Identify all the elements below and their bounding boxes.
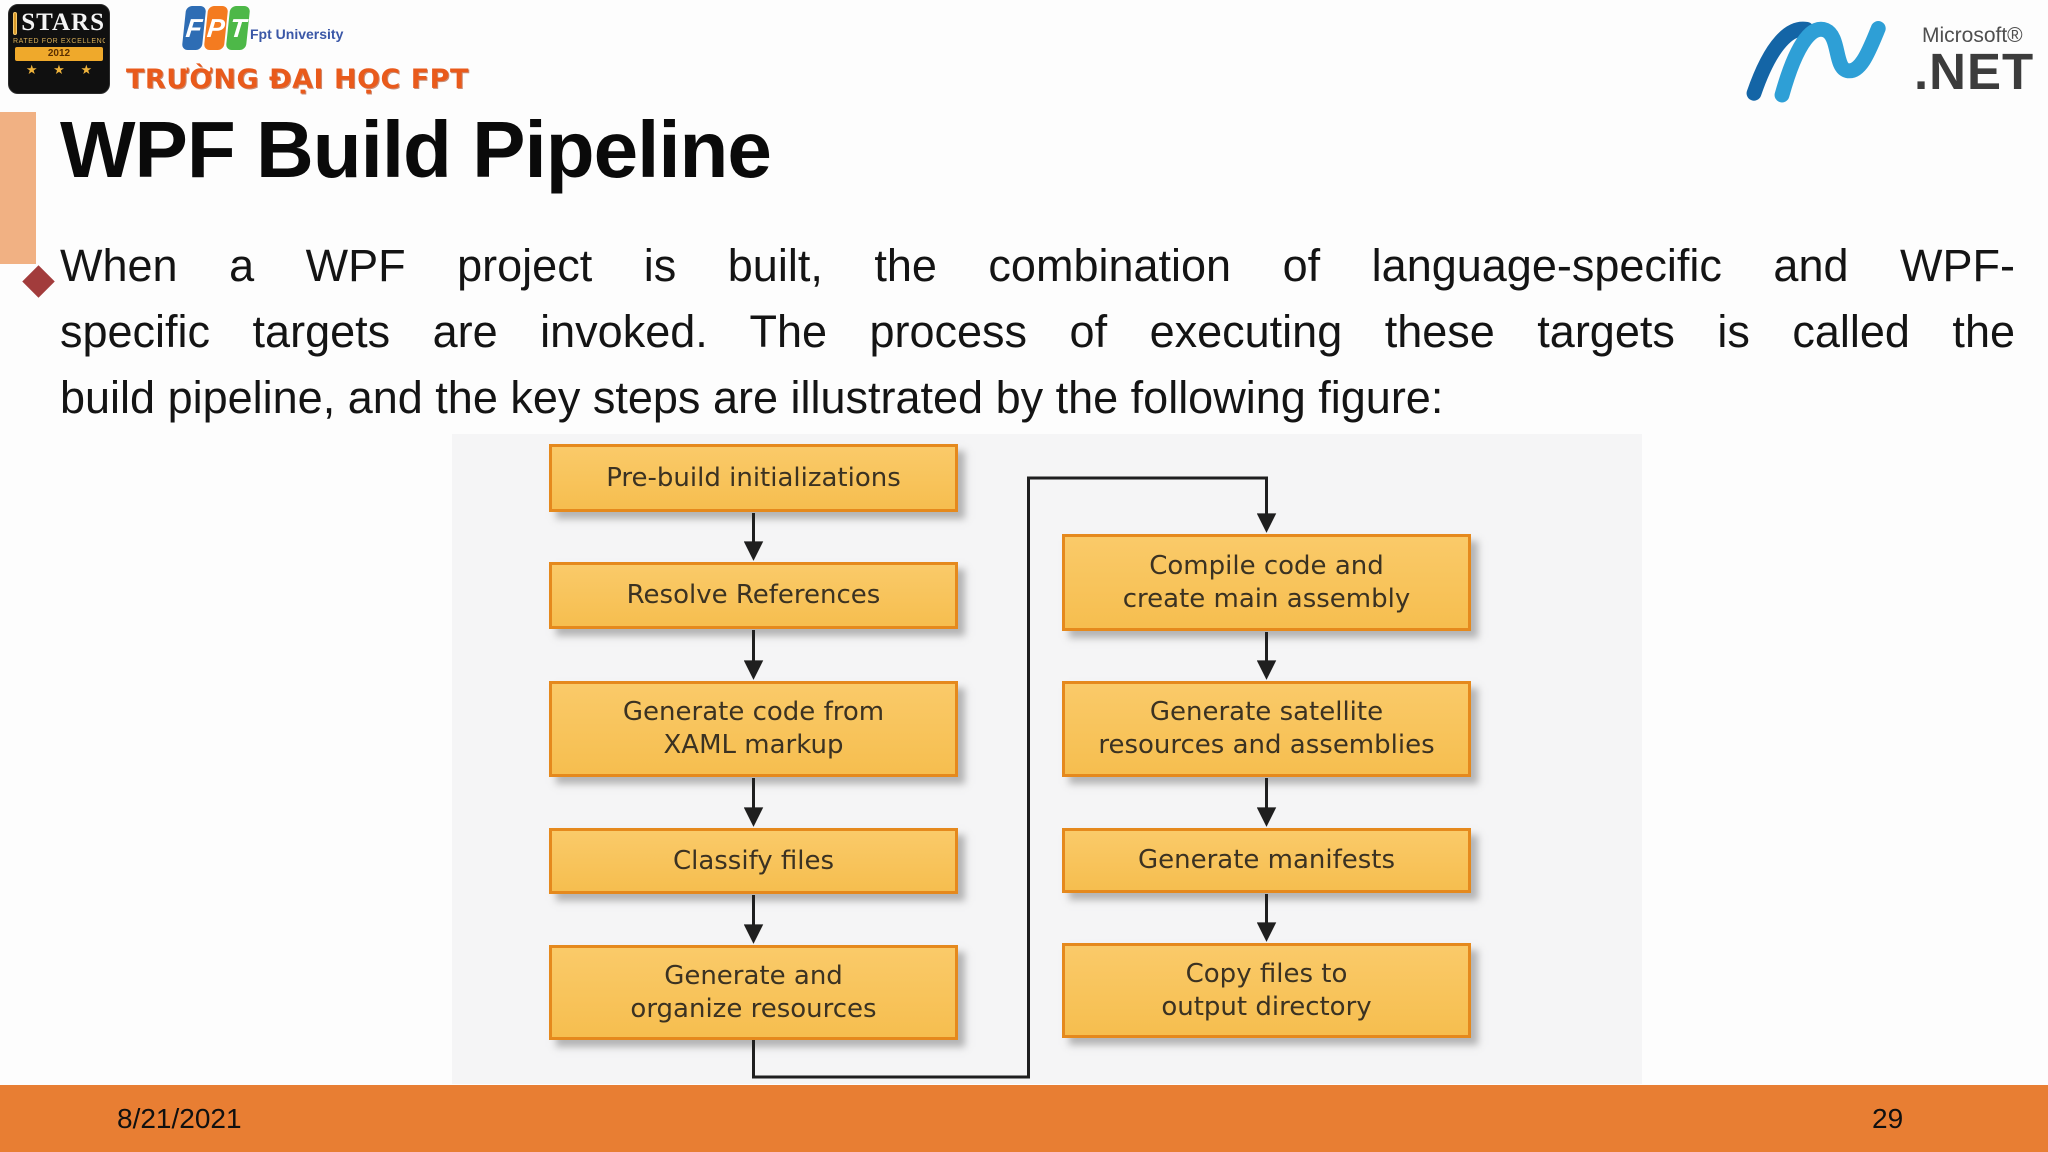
flow-node-generate-code-from-xaml: Generate code from XAML markup	[549, 681, 958, 777]
stars-badge-top: STARS	[13, 10, 105, 36]
footer-bar: 8/21/2021 29	[0, 1085, 2048, 1152]
fpt-logo: F P T	[181, 6, 251, 50]
dotnet-label: .NET	[1914, 43, 2035, 100]
flow-node-generate-manifests: Generate manifests	[1062, 828, 1471, 893]
fpt-school-name: TRƯỜNG ĐẠI HỌC FPT	[126, 64, 469, 95]
stars-badge: STARS RATED FOR EXCELLENCE 2012 ★ ★ ★	[8, 4, 110, 94]
fpt-university-caption: Fpt University	[250, 26, 344, 42]
stars-badge-tagline: RATED FOR EXCELLENCE	[13, 38, 105, 45]
flow-node-copy-files-output: Copy files to output directory	[1062, 943, 1471, 1038]
accent-bar	[0, 112, 36, 264]
fpt-letter-t: T	[225, 6, 251, 50]
flow-node-classify-files: Classify files	[549, 828, 958, 894]
dotnet-swoosh-icon	[1746, 21, 1886, 103]
bullet-diamond-icon	[22, 265, 55, 298]
stars-icons: ★ ★ ★	[25, 62, 99, 77]
fpt-letter-p: P	[203, 6, 229, 50]
bullet-line: build pipeline, and the key steps are il…	[60, 372, 1444, 423]
stars-badge-name: STARS	[21, 9, 105, 36]
footer-date: 8/21/2021	[117, 1103, 242, 1134]
flow-node-prebuild-initializations: Pre-build initializations	[549, 444, 958, 512]
bullet-line: When a WPF project is built, the combina…	[60, 240, 2015, 291]
fpt-letter-f: F	[181, 6, 207, 50]
page-title: WPF Build Pipeline	[60, 105, 772, 194]
bullet-line: specific targets are invoked. The proces…	[60, 306, 2015, 357]
flow-node-compile-code-main-assembly: Compile code and create main assembly	[1062, 534, 1471, 631]
flow-node-resolve-references: Resolve References	[549, 562, 958, 629]
microsoft-label: Microsoft®	[1922, 24, 2023, 47]
flow-node-generate-organize-resources: Generate and organize resources	[549, 945, 958, 1040]
stars-badge-year: 2012	[15, 47, 103, 61]
flow-node-generate-satellite-resources: Generate satellite resources and assembl…	[1062, 681, 1471, 777]
footer-page-number: 29	[1872, 1103, 1904, 1134]
stars-badge-emblem-icon	[13, 11, 18, 35]
bullet-paragraph: When a WPF project is built, the combina…	[60, 233, 2015, 431]
